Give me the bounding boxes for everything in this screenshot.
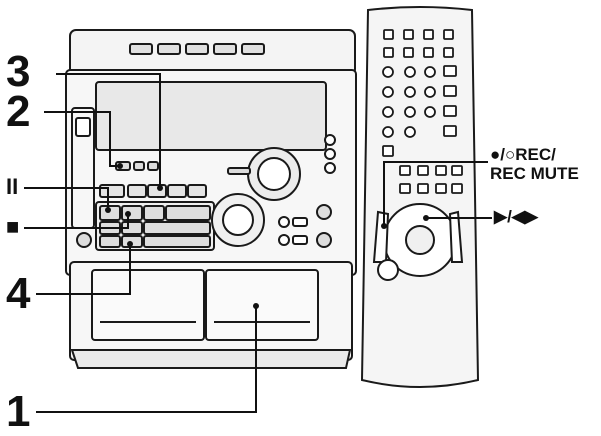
callout-4: 4 [6,269,31,318]
side-button-r2 [324,148,336,160]
leader-lines [24,73,492,413]
display-window [95,81,327,151]
leader-stop [24,214,129,229]
cassette-deck-a [91,269,205,341]
remote-keypad [382,29,463,194]
leader-2 [44,111,120,167]
remote-body [360,6,480,388]
stereo-unit [65,29,357,369]
callout-2: 2 [6,87,31,136]
callout-3: 3 [6,47,31,96]
volume-knob-inner [257,157,291,191]
side-button-r1 [324,134,336,146]
leader-dots [105,163,429,309]
remote-bottom-button [377,259,399,281]
remote-dpad-inner [405,225,435,255]
indicator-strip [227,167,251,175]
side-button-r3 [324,162,336,174]
cassette-deck-b [205,269,319,341]
callout-1: 1 [6,387,31,436]
dial-side-buttons [278,216,308,246]
rec-label-line2: REC MUTE [490,164,579,183]
pause-icon: II [6,174,19,199]
stop-icon: ■ [6,214,20,239]
jack-right-2 [316,232,332,248]
deck-button-row [99,184,207,198]
leader-1 [36,306,257,413]
rec-label-line1: ●/○REC/ [490,145,556,164]
remote-control [360,6,480,388]
leader-3 [56,73,161,188]
leader-rec [383,161,488,226]
rec-label: ●/○REC/ REC MUTE [490,146,579,182]
tape-buttons [99,205,211,248]
leader-pause [24,187,109,210]
jog-dial-center [222,204,254,236]
jack-left [76,232,92,248]
leader-4 [36,244,131,295]
jack-right-1 [316,204,332,220]
play-label: ▶/◀▶ [494,207,538,226]
base [70,349,352,369]
remote-dpad-right-key [448,210,464,263]
top-slots [129,43,265,55]
top-cap [69,29,356,76]
power-button [75,117,91,137]
